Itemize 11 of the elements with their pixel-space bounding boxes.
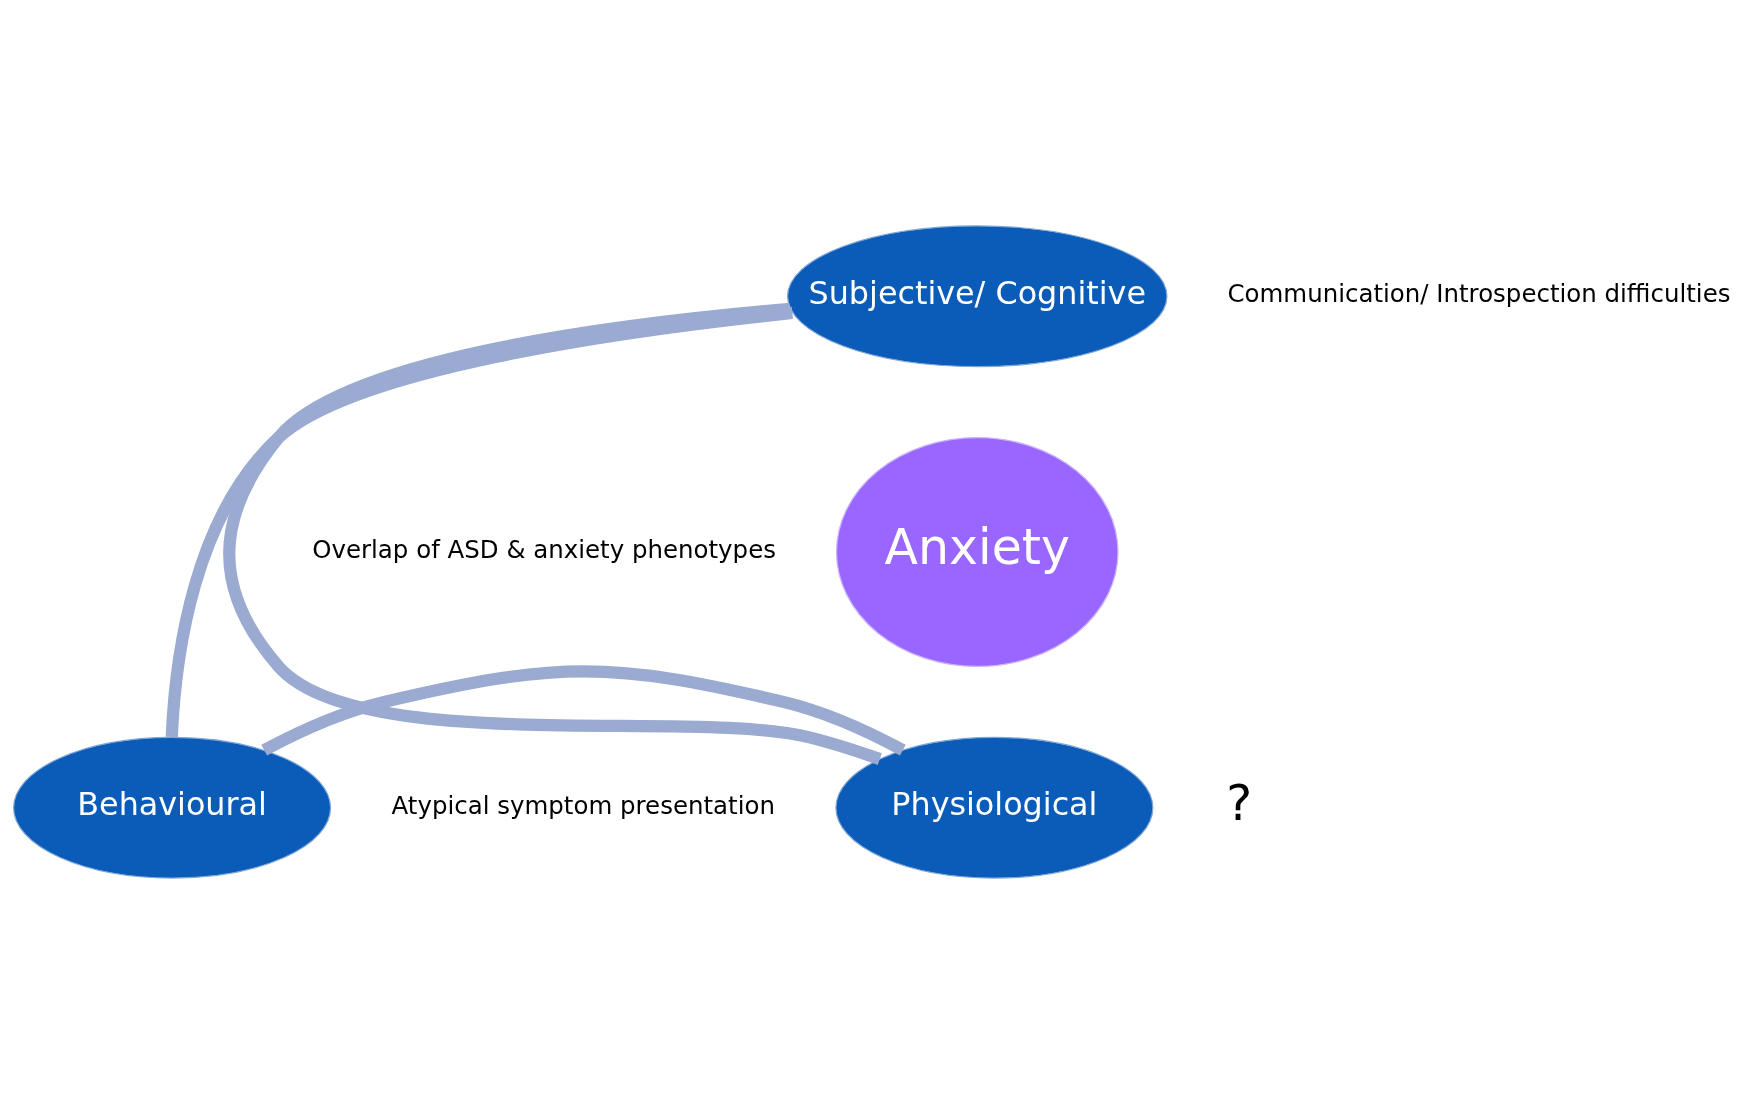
node-ellipse: Subjective/ Cognitive [786,225,1168,368]
node-ellipse: Physiological [835,736,1154,879]
connector [223,302,882,765]
node-label: Communication/ Introspection difficulties [1227,279,1731,309]
connector [165,306,794,738]
node-ellipse: Behavioural [13,736,332,879]
node-label: Atypical symptom presentation [391,790,775,820]
label: Overlap of ASD & anxiety phenotypes [312,535,776,565]
node-label: ? [1226,774,1253,832]
connector [261,665,906,756]
node-ellipse: Anxiety [835,436,1119,667]
